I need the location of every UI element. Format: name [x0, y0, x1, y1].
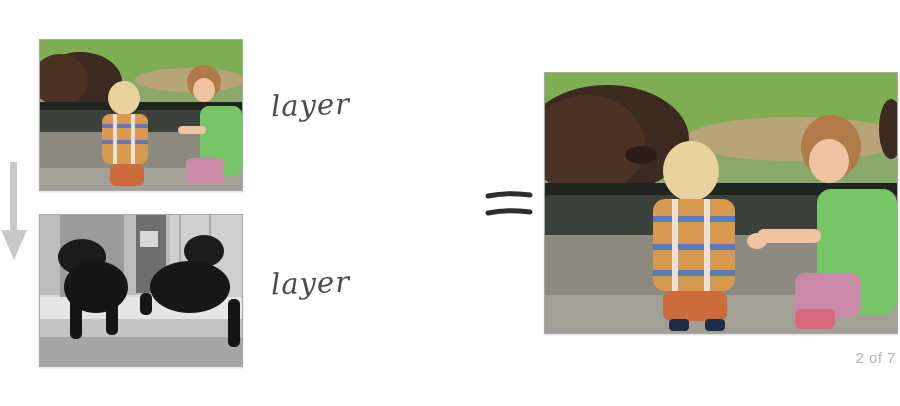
black-dogs-photo [39, 214, 243, 367]
equals-icon [485, 189, 533, 219]
composite-result-photo [544, 72, 898, 334]
slide-counter: 2 of 7 [855, 350, 896, 367]
down-arrow-icon [0, 162, 28, 262]
layer-label: layer [270, 86, 351, 124]
layer-label: layer [270, 264, 351, 302]
orangutan-kids-photo [39, 39, 243, 191]
